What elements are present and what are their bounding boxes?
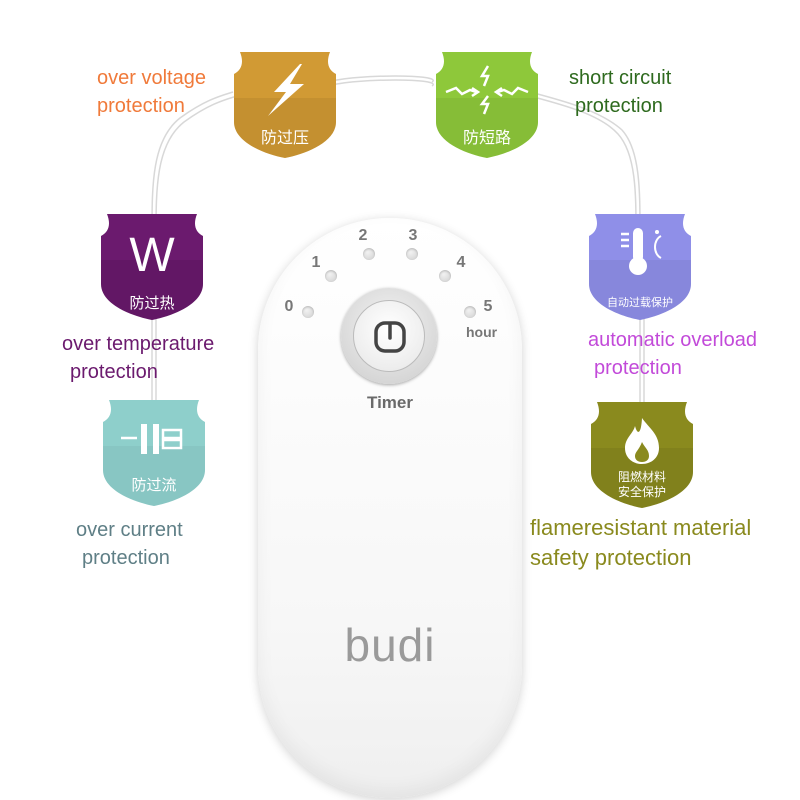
over-current-shield: 防过流 bbox=[99, 396, 209, 508]
watt-icon: W bbox=[129, 229, 175, 282]
timer-number-5: 5 bbox=[483, 298, 493, 315]
over-temperature-label-line1: over temperature bbox=[62, 333, 215, 355]
timer-indicator-2 bbox=[363, 248, 375, 260]
over-voltage-cn-label: 防过压 bbox=[260, 128, 309, 147]
short-circuit-cn-label: 防短路 bbox=[462, 128, 511, 147]
timer-label: Timer bbox=[367, 393, 413, 412]
short-circuit-label-line2: protection bbox=[575, 95, 663, 117]
flame-resistant-cn-line2: 安全保护 bbox=[617, 485, 666, 499]
over-voltage-label: over voltage protection bbox=[97, 64, 206, 120]
lightning-icon bbox=[268, 64, 304, 116]
timer-number-3: 3 bbox=[408, 227, 418, 244]
short-circuit-label-line1: short circuit bbox=[569, 67, 672, 89]
automatic-overload-label: automatic overload protection bbox=[588, 326, 757, 382]
over-voltage-label-line1: over voltage bbox=[97, 67, 206, 89]
automatic-overload-shield: 自动过载保护 bbox=[585, 210, 695, 322]
timer-number-4: 4 bbox=[456, 254, 466, 271]
timer-indicator-5 bbox=[464, 306, 476, 318]
automatic-overload-label-line1: automatic overload bbox=[588, 329, 757, 351]
over-temperature-label: over temperature protection bbox=[62, 330, 214, 386]
fuse-icon bbox=[121, 424, 183, 454]
timer-indicator-1 bbox=[325, 270, 337, 282]
timer-number-1: 1 bbox=[311, 254, 321, 271]
short-circuit-label: short circuit protection bbox=[569, 64, 671, 120]
over-temperature-cn-label: 防过热 bbox=[129, 294, 175, 312]
flame-resistant-shield: 阻燃材料 安全保护 bbox=[587, 398, 697, 510]
automatic-overload-cn-label: 自动过载保护 bbox=[607, 296, 673, 309]
timer-number-0: 0 bbox=[284, 298, 294, 315]
timer-indicator-3 bbox=[406, 248, 418, 260]
short-circuit-shield: 防短路 bbox=[432, 48, 542, 160]
flame-resistant-label: flameresistant material safety protectio… bbox=[530, 513, 751, 573]
flame-resistant-label-line2: safety protection bbox=[530, 545, 692, 570]
over-current-label: over current protection bbox=[76, 516, 183, 572]
over-current-cn-label: 防过流 bbox=[131, 476, 177, 494]
power-icon bbox=[374, 321, 406, 353]
timer-power-button[interactable] bbox=[353, 300, 425, 372]
over-current-label-line2: protection bbox=[82, 547, 170, 569]
timer-indicator-4 bbox=[439, 270, 451, 282]
flame-resistant-cn-line1: 阻燃材料 bbox=[617, 470, 666, 484]
hour-label: hour bbox=[466, 324, 498, 340]
short-circuit-icon bbox=[445, 65, 529, 115]
over-temperature-shield: W 防过热 bbox=[97, 210, 207, 322]
timer-number-2: 2 bbox=[358, 227, 368, 244]
brand-logo: budi bbox=[344, 619, 436, 671]
flame-resistant-label-line1: flameresistant material bbox=[530, 515, 752, 540]
timer-indicator-0 bbox=[302, 306, 314, 318]
over-current-label-line1: over current bbox=[76, 519, 183, 541]
flame-icon bbox=[625, 418, 659, 464]
over-temperature-label-line2: protection bbox=[70, 361, 158, 383]
over-voltage-label-line2: protection bbox=[97, 95, 185, 117]
thermometer-icon bbox=[621, 228, 662, 275]
automatic-overload-label-line2: protection bbox=[594, 357, 682, 379]
over-voltage-shield: 防过压 bbox=[230, 48, 340, 160]
